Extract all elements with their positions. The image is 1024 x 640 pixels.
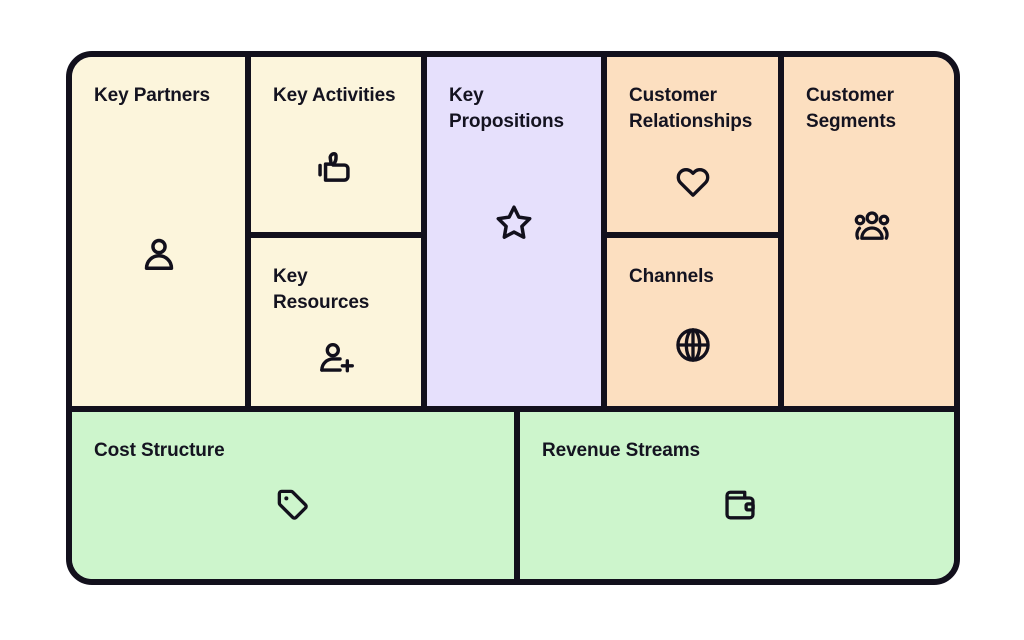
block-customer-relationships[interactable]: Customer Relationships	[607, 57, 778, 232]
people-group-icon	[784, 135, 954, 406]
divider-activities-resources	[251, 232, 421, 238]
divider-col4-col5	[778, 57, 784, 406]
block-key-activities[interactable]: Key Activities	[251, 57, 421, 232]
thumbs-up-icon	[251, 109, 421, 232]
block-customer-segments-title: Customer Segments	[806, 85, 897, 133]
block-revenue-streams[interactable]: Revenue Streams	[520, 412, 954, 579]
block-key-resources[interactable]: Key Resources	[251, 238, 421, 406]
block-revenue-streams-title: Revenue Streams	[542, 440, 700, 461]
price-tag-icon	[72, 464, 514, 579]
divider-col3-col4	[601, 57, 607, 406]
person-icon	[72, 109, 245, 406]
block-key-activities-title: Key Activities	[273, 85, 396, 106]
block-channels[interactable]: Channels	[607, 238, 778, 406]
block-key-partners-title: Key Partners	[94, 85, 211, 106]
block-channels-title: Channels	[629, 266, 714, 287]
globe-icon	[607, 290, 778, 406]
divider-col1-col2	[245, 57, 251, 406]
block-cost-structure[interactable]: Cost Structure	[72, 412, 514, 579]
block-customer-segments[interactable]: Customer Segments	[784, 57, 954, 406]
block-key-resources-title: Key Resources	[273, 266, 370, 314]
block-cost-structure-title: Cost Structure	[94, 440, 225, 461]
divider-col2-col3	[421, 57, 427, 406]
person-add-icon	[251, 316, 421, 406]
block-customer-relationships-title: Customer Relationships	[629, 85, 753, 133]
block-key-propositions-title: Key Propositions	[449, 85, 564, 133]
divider-relationships-channels	[607, 232, 778, 238]
block-key-partners[interactable]: Key Partners	[72, 57, 245, 406]
star-icon	[427, 135, 601, 406]
heart-icon	[607, 135, 778, 232]
divider-top-bottom-row	[72, 406, 954, 412]
block-key-propositions[interactable]: Key Propositions	[427, 57, 601, 406]
canvas-frame: Key Partners Key Activities Key Resource…	[66, 51, 960, 585]
wallet-icon	[520, 464, 954, 579]
divider-cost-revenue	[514, 412, 520, 579]
